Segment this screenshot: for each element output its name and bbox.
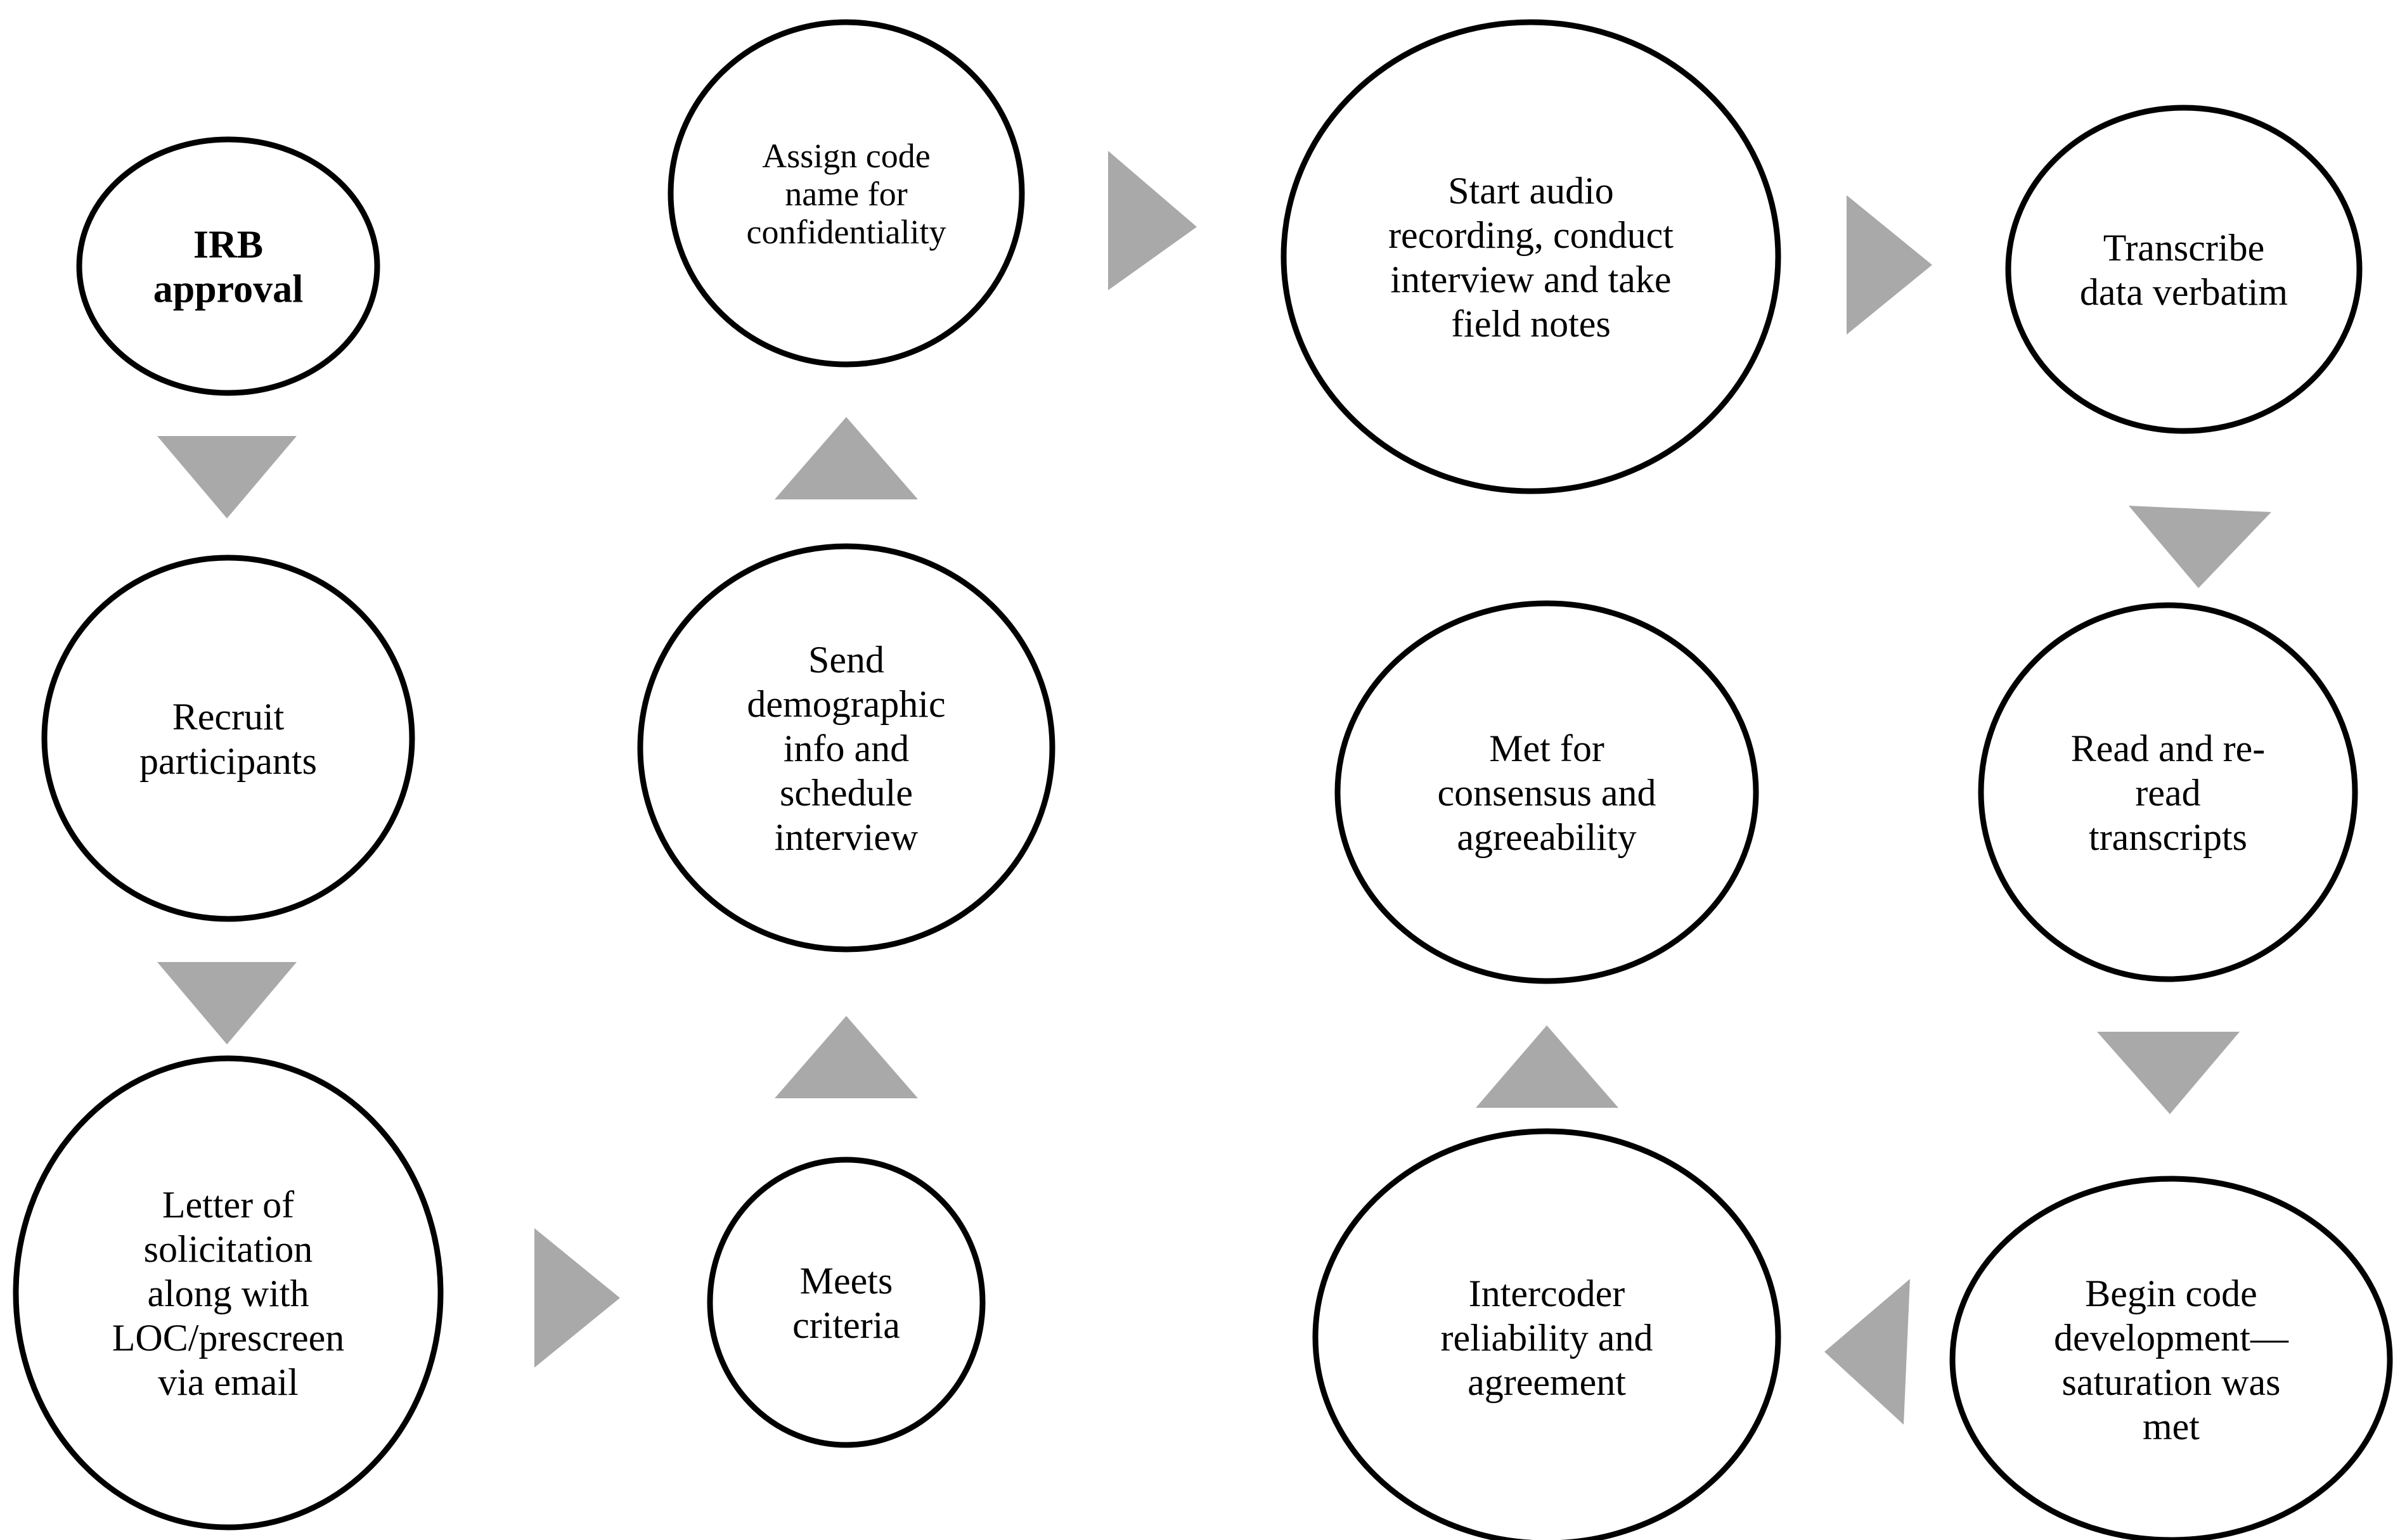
arrow-down-recruit-participants-to-letter-of-solicitation xyxy=(157,962,297,1044)
node-label-irb-approval-line-0: IRB xyxy=(193,224,263,267)
node-label-transcribe-data-line-1: data verbatim xyxy=(2080,271,2288,313)
arrow-right-assign-code-name-to-start-audio-recording xyxy=(1108,151,1197,290)
arrow-down-irb-approval-to-recruit-participants xyxy=(157,436,297,518)
node-circle-irb-approval xyxy=(76,136,380,396)
node-label-start-audio-recording-line-3: field notes xyxy=(1451,303,1611,345)
node-label-send-demographic-info-line-2: info and xyxy=(784,728,909,769)
node-label-met-for-consensus-line-0: Met for xyxy=(1489,728,1604,769)
node-label-meets-criteria-line-1: criteria xyxy=(792,1304,900,1346)
node-label-letter-of-solicitation-line-4: via email xyxy=(158,1361,299,1403)
arrow-right-start-audio-recording-to-transcribe-data xyxy=(1847,195,1932,335)
arrow-up-meets-criteria-to-send-demographic-info xyxy=(775,1016,918,1098)
node-label-start-audio-recording-line-0: Start audio xyxy=(1448,170,1614,212)
node-label-letter-of-solicitation-line-2: along with xyxy=(148,1273,309,1314)
node-circle-read-transcripts xyxy=(1978,602,2358,982)
node-label-read-transcripts-line-1: read xyxy=(2135,772,2200,814)
node-circle-meets-criteria xyxy=(707,1157,986,1448)
node-circle-transcribe-data xyxy=(2005,105,2363,434)
node-label-irb-approval-line-1: approval xyxy=(153,268,304,311)
node-label-assign-code-name-line-0: Assign code xyxy=(762,137,930,175)
node-label-recruit-participants-line-0: Recruit xyxy=(172,696,285,738)
node-label-met-for-consensus-line-1: consensus and xyxy=(1438,772,1656,814)
node-circle-letter-of-solicitation xyxy=(13,1055,444,1530)
node-circle-intercoder-reliability xyxy=(1312,1128,1781,1540)
node-label-start-audio-recording-line-1: recording, conduct xyxy=(1388,214,1674,256)
node-label-send-demographic-info-line-0: Send xyxy=(808,639,884,681)
node-label-begin-code-development-line-3: met xyxy=(2143,1406,2200,1447)
node-circle-recruit-participants xyxy=(41,555,415,922)
node-circle-send-demographic-info xyxy=(637,543,1055,953)
node-label-letter-of-solicitation-line-1: solicitation xyxy=(144,1228,313,1270)
node-label-letter-of-solicitation-line-0: Letter of xyxy=(162,1184,294,1226)
node-label-letter-of-solicitation-line-3: LOC/prescreen xyxy=(112,1317,345,1359)
node-label-read-transcripts-line-2: transcripts xyxy=(2089,816,2247,858)
node-label-intercoder-reliability-line-0: Intercoder xyxy=(1469,1273,1625,1314)
node-label-send-demographic-info-line-4: interview xyxy=(775,816,919,858)
node-label-read-transcripts-line-0: Read and re- xyxy=(2071,728,2266,769)
node-label-begin-code-development-line-1: development— xyxy=(2054,1317,2289,1359)
node-label-begin-code-development-line-2: saturation was xyxy=(2062,1361,2281,1403)
node-label-start-audio-recording-line-2: interview and take xyxy=(1390,259,1671,300)
node-label-transcribe-data-line-0: Transcribe xyxy=(2103,227,2264,269)
node-circle-assign-code-name xyxy=(668,19,1025,368)
node-label-assign-code-name-line-1: name for xyxy=(785,175,907,213)
node-label-intercoder-reliability-line-2: agreement xyxy=(1468,1361,1626,1403)
node-label-assign-code-name-line-2: confidentiality xyxy=(747,213,946,251)
node-circle-begin-code-development xyxy=(1949,1176,2393,1540)
arrow-up-send-demographic-info-to-assign-code-name xyxy=(775,417,918,499)
node-label-meets-criteria-line-0: Meets xyxy=(800,1260,893,1302)
node-circle-start-audio-recording xyxy=(1281,19,1781,494)
node-label-met-for-consensus-line-2: agreeability xyxy=(1457,816,1636,858)
arrow-up-intercoder-reliability-to-met-for-consensus xyxy=(1476,1025,1618,1108)
arrow-down-read-transcripts-to-begin-code-development xyxy=(2097,1032,2240,1114)
node-label-recruit-participants-line-1: participants xyxy=(139,740,317,782)
node-circle-met-for-consensus xyxy=(1334,600,1759,984)
node-label-send-demographic-info-line-3: schedule xyxy=(780,772,913,814)
node-label-send-demographic-info-line-1: demographic xyxy=(747,683,945,725)
arrow-right-letter-of-solicitation-to-meets-criteria xyxy=(534,1228,620,1368)
node-label-intercoder-reliability-line-1: reliability and xyxy=(1441,1317,1653,1359)
arrow-left-begin-code-development-to-intercoder-reliability xyxy=(1824,1279,1910,1425)
node-label-begin-code-development-line-0: Begin code xyxy=(2085,1273,2257,1314)
arrow-down-transcribe-data-to-read-transcripts xyxy=(2129,506,2271,588)
